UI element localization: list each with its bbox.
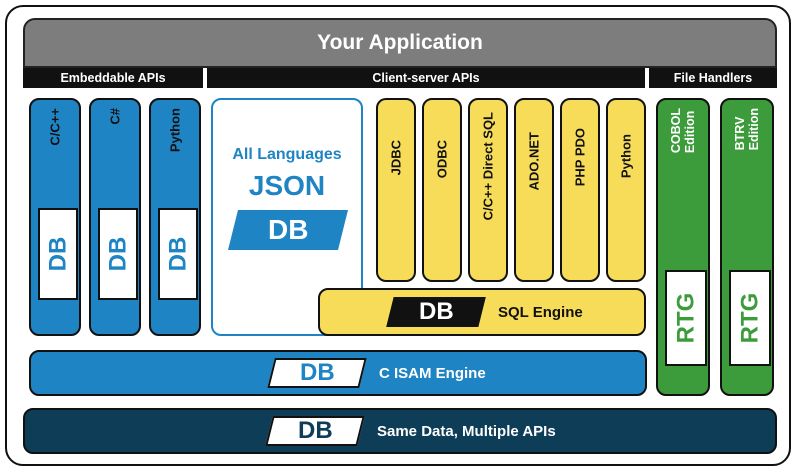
- rtg-tag: RTG: [729, 270, 771, 366]
- client-server-col-odbc: ODBC: [422, 98, 462, 282]
- json-db-tag: DB: [228, 210, 348, 250]
- client-server-label: ADO.NET: [526, 132, 542, 191]
- band-client-server-label: Client-server APIs: [372, 71, 480, 85]
- embeddable-label: C#: [107, 108, 123, 125]
- isam-db-tag: DB: [267, 358, 367, 388]
- embeddable-label: C/C++: [47, 108, 63, 146]
- client-server-label: PHP PDO: [572, 128, 588, 187]
- client-server-col-jdbc: JDBC: [376, 98, 416, 282]
- your-application-header: Your Application: [23, 18, 777, 68]
- embeddable-label: Python: [167, 108, 183, 153]
- rtg-tag: RTG: [665, 270, 707, 366]
- client-server-col-python: Python: [606, 98, 646, 282]
- sql-engine-label: SQL Engine: [498, 303, 583, 321]
- client-server-label: C/C++ Direct SQL: [480, 112, 496, 221]
- isam-engine-bar: DB C ISAM Engine: [29, 350, 647, 396]
- app-title: Your Application: [317, 31, 483, 54]
- band-file-handlers-label: File Handlers: [673, 71, 753, 85]
- data-layer-label: Same Data, Multiple APIs: [377, 422, 556, 440]
- client-server-label: JDBC: [388, 140, 404, 176]
- band-embeddable-apis: Embeddable APIs: [23, 68, 203, 88]
- isam-engine-label: C ISAM Engine: [379, 364, 486, 382]
- json-panel: All Languages JSON DB: [211, 98, 363, 336]
- embeddable-col-cpp: C/C++ DB: [29, 98, 81, 336]
- client-server-col-direct-sql: C/C++ Direct SQL: [468, 98, 508, 282]
- client-server-col-php-pdo: PHP PDO: [560, 98, 600, 282]
- json-all-languages: All Languages: [232, 146, 342, 163]
- data-layer-bar: DB Same Data, Multiple APIs: [23, 408, 777, 454]
- embeddable-col-csharp: C# DB: [89, 98, 141, 336]
- client-server-label: Python: [618, 134, 634, 179]
- band-embeddable-label: Embeddable APIs: [60, 71, 166, 85]
- client-server-label: ODBC: [434, 140, 450, 179]
- sql-db-tag: DB: [386, 297, 486, 327]
- db-tag: DB: [158, 208, 198, 300]
- client-server-col-ado-net: ADO.NET: [514, 98, 554, 282]
- band-client-server-apis: Client-server APIs: [207, 68, 645, 88]
- data-db-tag: DB: [265, 416, 365, 446]
- db-tag: DB: [38, 208, 78, 300]
- sql-engine-bar: DB SQL Engine: [318, 288, 646, 336]
- embeddable-col-python: Python DB: [149, 98, 201, 336]
- json-title: JSON: [248, 170, 326, 201]
- db-tag: DB: [98, 208, 138, 300]
- band-file-handlers: File Handlers: [649, 68, 777, 88]
